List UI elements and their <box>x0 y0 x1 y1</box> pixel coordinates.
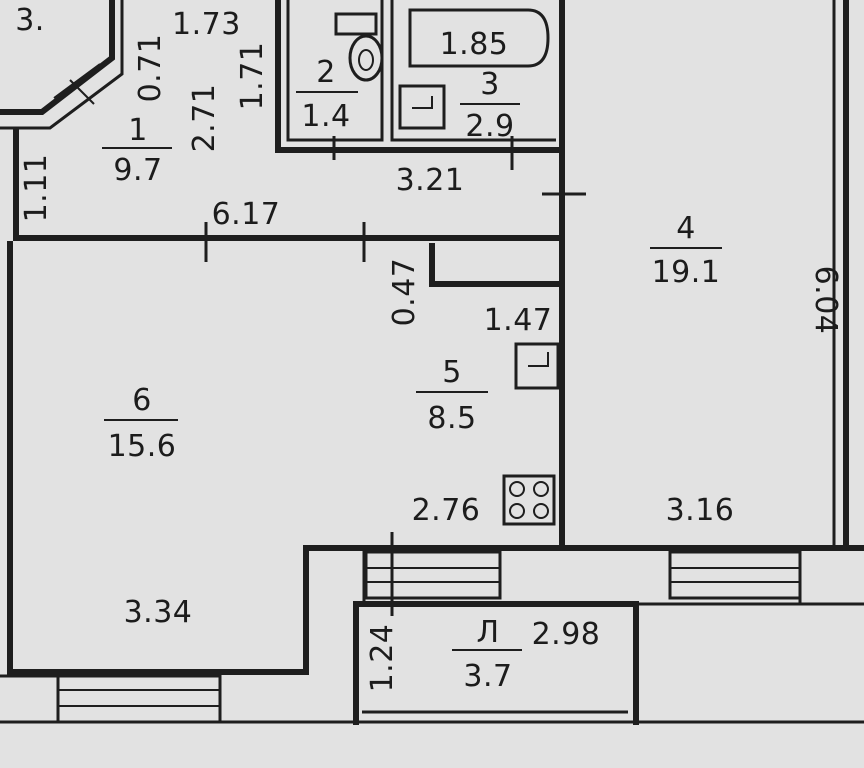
dimension-label: 0.71 <box>133 34 168 103</box>
stove-icon <box>502 474 556 526</box>
toilet-icon <box>334 12 384 82</box>
room-number: 5 <box>442 355 462 390</box>
windows <box>53 63 802 724</box>
room-number: 1 <box>128 113 148 148</box>
dimension-label: 3.16 <box>666 493 735 528</box>
dimension-ticks <box>204 136 586 616</box>
walls <box>0 0 864 725</box>
dimension-label: 1.24 <box>365 624 400 693</box>
dimension-label: 6.04 <box>808 266 843 335</box>
dimension-label: 6.17 <box>212 197 281 232</box>
room-number: Л <box>476 615 499 650</box>
room-label-3: 3 2.9 <box>460 67 520 144</box>
dimension-label: 0.47 <box>387 258 422 327</box>
corner-mark: 3. <box>15 3 45 38</box>
room-area: 1.4 <box>301 99 350 134</box>
room-label-2: 2 1.4 <box>296 55 358 134</box>
dimension-label: 3.21 <box>396 163 465 198</box>
dimension-label: 1.11 <box>19 154 54 223</box>
room-number: 2 <box>316 55 336 90</box>
room-area: 9.7 <box>113 153 162 188</box>
sink-icon <box>398 84 446 130</box>
room-label-loggia: Л 3.7 <box>452 615 522 694</box>
dimension-label: 2.71 <box>187 84 222 153</box>
dimension-label: 1.47 <box>484 303 553 338</box>
dimension-label: 1.85 <box>440 27 509 62</box>
fixtures <box>334 8 560 526</box>
kitchen-sink-icon <box>514 342 560 390</box>
room-label-1: 1 9.7 <box>102 113 172 188</box>
bathtub-icon <box>408 8 550 68</box>
room-label-4: 4 19.1 <box>650 211 722 290</box>
dimension-label: 1.71 <box>235 42 270 111</box>
room-area: 8.5 <box>427 401 476 436</box>
dimension-label: 3.34 <box>124 595 193 630</box>
room-label-5: 5 8.5 <box>416 355 488 436</box>
room-area: 3.7 <box>463 659 512 694</box>
dimension-label: 2.76 <box>412 493 481 528</box>
room-label-6: 6 15.6 <box>104 383 178 464</box>
room-number: 3 <box>480 67 500 102</box>
dimension-label: 2.98 <box>532 617 601 652</box>
dimension-label: 1.73 <box>172 7 241 42</box>
room-area: 15.6 <box>108 429 177 464</box>
room-area: 2.9 <box>465 109 514 144</box>
dimension-labels: 0.71 1.73 1.71 2.71 1.11 1.85 3.21 6.17 … <box>15 3 843 692</box>
room-number: 6 <box>132 383 152 418</box>
room-number: 4 <box>676 211 696 246</box>
room-area: 19.1 <box>652 255 721 290</box>
